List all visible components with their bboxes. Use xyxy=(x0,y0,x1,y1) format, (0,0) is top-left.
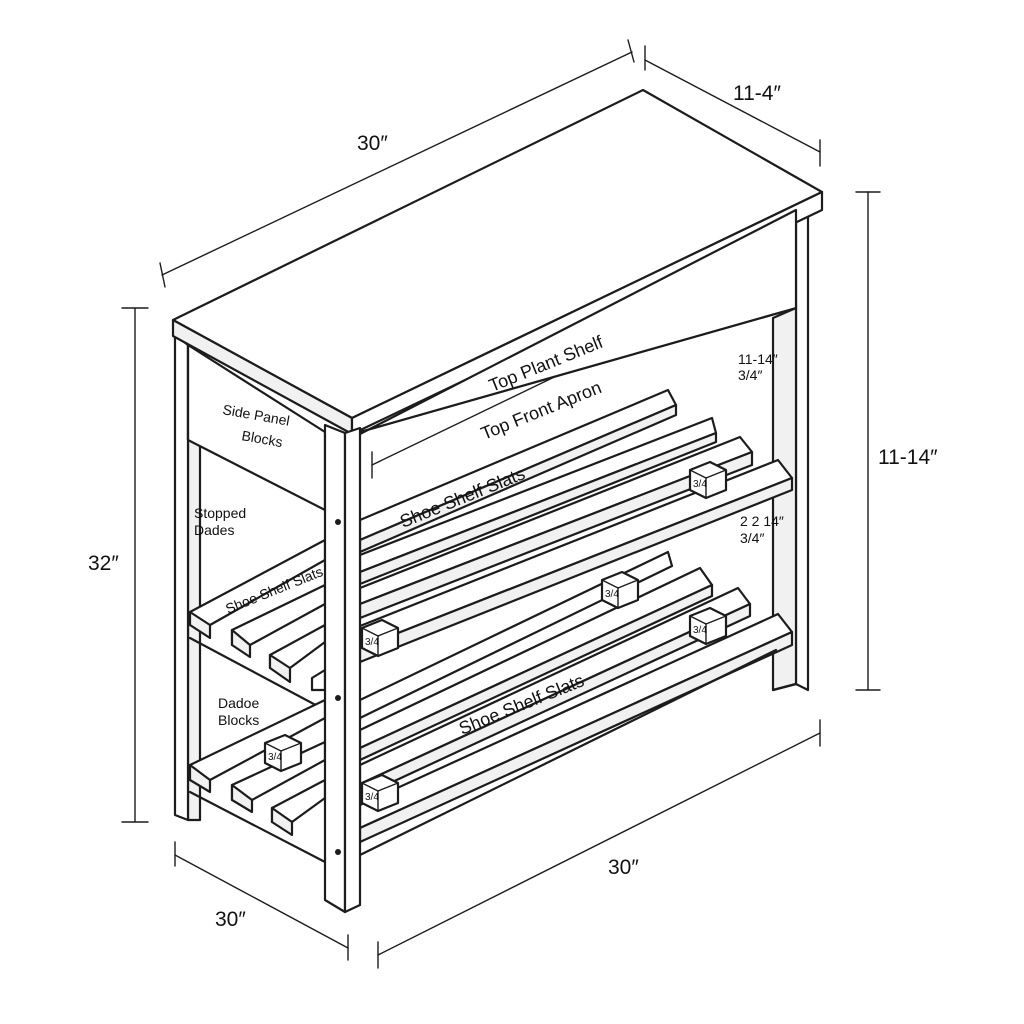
back-legs xyxy=(173,208,810,822)
screw-hole-1 xyxy=(335,519,341,525)
note-upper-right-line2: 3/4″ xyxy=(738,367,762,383)
label-stopped-dadoes-line2: Dades xyxy=(194,522,234,538)
dimension-lines xyxy=(121,39,881,969)
note-upper-right-line1: 11-14″ xyxy=(738,351,778,367)
dim-top-depth-text: 11-4″ xyxy=(733,82,781,105)
top-front-edge xyxy=(350,190,824,436)
note-mid-right-line2: 3/4″ xyxy=(740,530,764,546)
dim-bottom-side-text: 30″ xyxy=(215,908,246,931)
lower-side-slat-2-end xyxy=(230,783,254,814)
back-left-leg-side xyxy=(173,333,190,822)
front-leg xyxy=(323,423,362,914)
dado-block-lower-side: 3/4 xyxy=(263,733,303,773)
dado-block-mark: 3/4 xyxy=(605,589,619,600)
dim-top-width-tick-left xyxy=(159,262,166,288)
label-side-panel-line2: Blocks xyxy=(240,427,283,450)
front-left-leg-side xyxy=(323,423,347,914)
dim-height-text: 32″ xyxy=(88,552,119,575)
dado-block-mark: 3/4 xyxy=(268,752,282,763)
upper-shoe-shelf xyxy=(188,388,794,712)
note-mid-right-line1: 2 2 14″ xyxy=(740,513,784,529)
upper-side-slat-1-end xyxy=(188,610,212,640)
label-dado-blocks-line1: Dadoe xyxy=(218,695,259,711)
label-dado-blocks-line2: Blocks xyxy=(218,712,259,728)
dado-block-mid-right: 3/4 xyxy=(600,570,640,610)
dim-top-depth-line xyxy=(644,59,821,153)
upper-side-slat-2-end xyxy=(230,628,252,659)
dado-block-lower-left: 3/4 xyxy=(360,773,400,813)
lower-base-rail xyxy=(358,648,778,857)
dado-block-mark: 3/4 xyxy=(365,637,379,648)
lower-shoe-shelf xyxy=(188,550,794,864)
upper-side-slat-4 xyxy=(310,668,327,692)
dado-block-mark: 3/4 xyxy=(365,792,379,803)
label-stopped-dadoes-line1: Stopped xyxy=(194,505,246,521)
back-right-leg xyxy=(794,208,810,692)
dim-top-width-line xyxy=(161,51,633,276)
lower-side-slat-3-end xyxy=(270,806,294,837)
upper-side-rail xyxy=(188,636,327,712)
dim-bottom-front-line xyxy=(377,732,821,956)
screw-hole-2 xyxy=(335,695,341,701)
dim-bottom-side-line xyxy=(174,854,349,949)
upper-side-slat-3-end xyxy=(268,653,292,684)
dado-block-mark: 3/4 xyxy=(693,479,707,490)
dado-blocks: 3/4 3/4 3/4 3/4 3/4 3/4 xyxy=(263,460,728,813)
top-plant-shelf xyxy=(171,88,824,436)
front-left-leg-front xyxy=(343,426,362,914)
dim-right-height-text: 11-14″ xyxy=(878,446,938,469)
back-right-leg-foot xyxy=(771,682,798,692)
dado-block-lower-right: 3/4 xyxy=(688,606,728,646)
dado-block-mark: 3/4 xyxy=(693,625,707,636)
dim-bottom-front-text: 30″ xyxy=(608,856,639,879)
dado-block-upper-right: 3/4 xyxy=(688,460,728,500)
dim-top-width-tick-right xyxy=(627,39,635,63)
lower-side-slat-1-end xyxy=(188,763,212,794)
dado-block-upper-left: 3/4 xyxy=(360,618,400,658)
screw-hole-3 xyxy=(335,849,341,855)
dim-top-width-text: 30″ xyxy=(357,132,388,155)
lower-side-rail xyxy=(188,790,327,864)
